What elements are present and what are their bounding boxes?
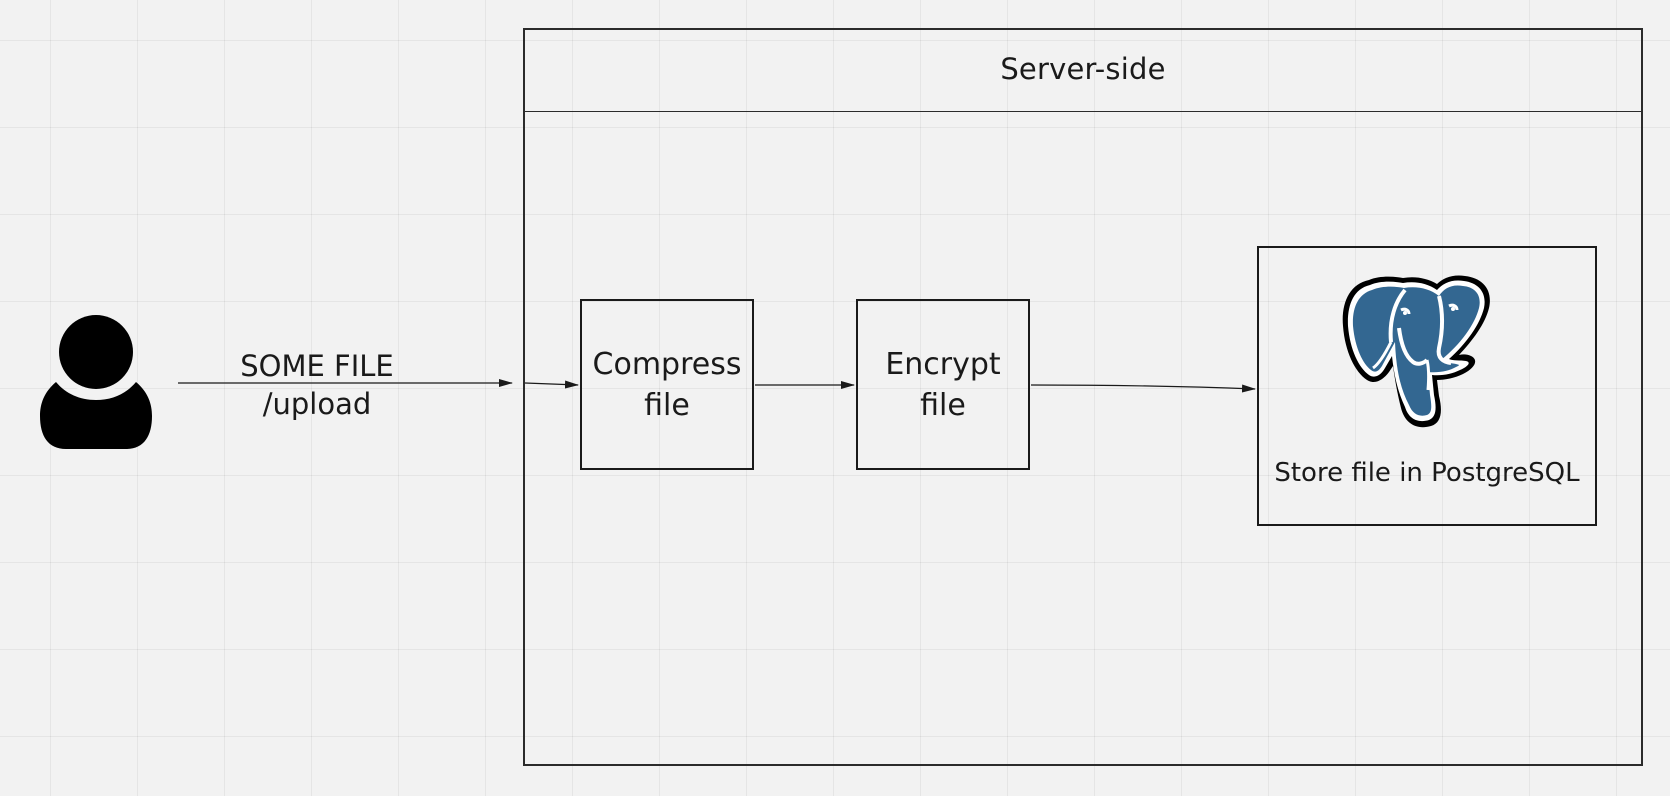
server-side-frame[interactable]: Server-side (523, 28, 1643, 766)
frame-header-divider (525, 111, 1641, 112)
frame-title: Server-side (1000, 52, 1166, 86)
upload-edge-label-line2: /upload (262, 387, 372, 421)
upload-edge-label-line1: SOME FILE (240, 349, 394, 383)
encrypt-step-label-line2: file (920, 387, 966, 423)
encrypt-step-label-line1: Encrypt (885, 346, 1001, 382)
encrypt-file-step[interactable]: Encrypt file (856, 299, 1030, 470)
store-file-step[interactable]: Store file in PostgreSQL (1257, 246, 1597, 526)
postgresql-elephant-icon (1342, 275, 1490, 428)
compress-step-label-line1: Compress (592, 346, 742, 382)
store-step-label: Store file in PostgreSQL (1274, 458, 1580, 488)
compress-file-step[interactable]: Compress file (580, 299, 754, 470)
user-icon[interactable] (36, 311, 156, 452)
compress-step-label-line2: file (644, 387, 690, 423)
